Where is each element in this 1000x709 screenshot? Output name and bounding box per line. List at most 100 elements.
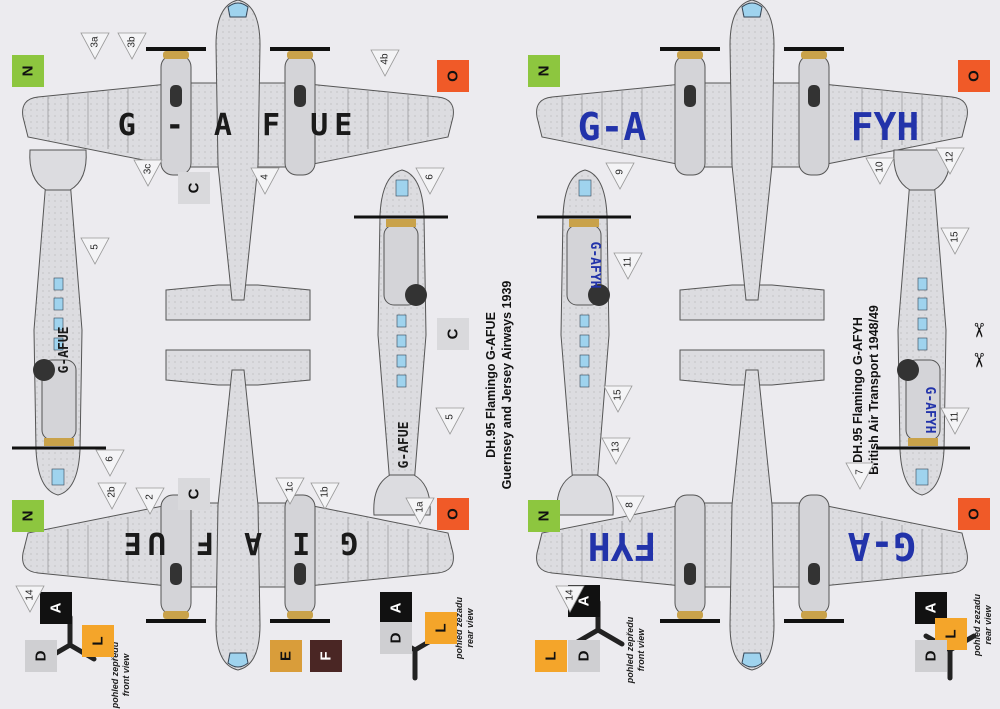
plane-bottom-view-g-afyh: G-A FYH	[534, 348, 970, 672]
propeller-front-view	[43, 599, 977, 681]
callout-15: 15	[603, 385, 633, 413]
rear-view-en: rear view	[465, 607, 475, 647]
svg-text:5: 5	[445, 414, 456, 420]
plane-top-view-g-afyh: G-A FYH	[534, 0, 970, 322]
svg-text:L: L	[543, 651, 560, 660]
callout-1c: 1c	[275, 477, 305, 505]
title: DH.95 Flamingo G-AFYH	[851, 317, 865, 463]
svg-text:11: 11	[623, 256, 634, 267]
svg-text:10: 10	[875, 161, 886, 173]
color-square-C: C	[437, 318, 469, 350]
color-square-D: D	[915, 640, 947, 672]
color-square-N: N	[528, 55, 560, 87]
callout-3b: 3b	[117, 32, 147, 60]
color-square-A: A	[40, 592, 72, 624]
color-square-E: E	[270, 640, 302, 672]
color-square-A: A	[380, 592, 412, 624]
svg-text:L: L	[90, 636, 107, 645]
svg-text:6: 6	[105, 456, 116, 462]
svg-text:F: F	[318, 651, 335, 660]
svg-text:1b: 1b	[320, 486, 331, 498]
svg-text:D: D	[33, 650, 50, 661]
svg-text:15: 15	[613, 389, 624, 401]
callout-2: 2	[135, 487, 165, 515]
callout-4: 4	[250, 167, 280, 195]
side-view-left-g-afyh: G-AFYH	[535, 168, 633, 517]
scheme-title-left: DH.95 Flamingo G-AFUE Guernsey and Jerse…	[484, 281, 514, 490]
color-square-D: D	[25, 640, 57, 672]
svg-text:O: O	[966, 508, 983, 520]
svg-text:A: A	[923, 602, 940, 613]
rear-view-en: rear view	[983, 604, 993, 644]
side-view-right-g-afue: G-AFUE	[352, 168, 450, 517]
color-square-D: D	[380, 622, 412, 654]
color-square-N: N	[528, 500, 560, 532]
svg-text:5: 5	[90, 244, 101, 250]
svg-text:14: 14	[565, 589, 576, 601]
svg-text:C: C	[186, 182, 203, 193]
color-square-C: C	[178, 172, 210, 204]
svg-text:2b: 2b	[107, 486, 118, 498]
color-square-N: N	[12, 500, 44, 532]
svg-text:15: 15	[950, 231, 961, 243]
svg-text:L: L	[433, 623, 450, 632]
registration-bottom-right: FYH	[588, 524, 657, 568]
callout-13: 13	[601, 437, 631, 465]
svg-text:2: 2	[145, 494, 156, 500]
registration-top-right: FYH	[851, 105, 920, 149]
svg-text:C: C	[445, 328, 462, 339]
svg-text:4b: 4b	[380, 53, 391, 65]
color-square-O: O	[958, 498, 990, 530]
color-square-L: L	[535, 640, 567, 672]
front-view-label-right: pohled zepředu front view	[625, 616, 646, 684]
svg-text:11: 11	[950, 411, 961, 422]
svg-text:3c: 3c	[143, 164, 154, 175]
callout-11: 11	[940, 407, 970, 435]
callout-1a: 1a	[405, 497, 435, 525]
rear-view-label-left: pohled zezadu rear view	[454, 597, 475, 661]
callout-5: 5	[435, 407, 465, 435]
svg-text:N: N	[20, 511, 37, 522]
color-square-N: N	[12, 55, 44, 87]
callout-3c: 3c	[133, 159, 163, 187]
registration-top-left: G-A	[578, 105, 647, 149]
title: DH.95 Flamingo G-AFUE	[484, 312, 498, 458]
callout-2b: 2b	[97, 482, 127, 510]
plane-top-view-g-afue: G - A F UE	[20, 0, 456, 322]
registration-side: G-AFUE	[57, 327, 72, 374]
svg-text:A: A	[388, 602, 405, 613]
svg-text:O: O	[966, 70, 983, 82]
side-view-left-g-afue: G-AFUE	[10, 148, 108, 497]
callout-4b: 4b	[370, 49, 400, 77]
registration-side-4: G-AFYH	[922, 387, 937, 434]
callout-1b: 1b	[310, 482, 340, 510]
subtitle: British Air Transport 1948/49	[867, 305, 881, 475]
svg-text:1c: 1c	[285, 482, 296, 493]
svg-text:13: 13	[611, 441, 622, 453]
svg-text:O: O	[445, 508, 462, 520]
rear-view-cs: pohled zezadu	[972, 594, 982, 658]
svg-text:E: E	[278, 651, 295, 661]
svg-text:3a: 3a	[90, 36, 101, 48]
svg-text:6: 6	[425, 174, 436, 180]
color-square-C: C	[178, 478, 210, 510]
callout-7: 7	[845, 462, 875, 490]
svg-text:D: D	[576, 650, 593, 661]
svg-text:7: 7	[855, 469, 866, 475]
registration-bottom-left: G-A	[848, 524, 917, 568]
svg-text:O: O	[445, 70, 462, 82]
svg-text:L: L	[943, 629, 960, 638]
svg-text:N: N	[20, 66, 37, 77]
color-square-D: D	[568, 640, 600, 672]
callout-11: 11	[613, 252, 643, 280]
callout-14: 14	[555, 585, 585, 613]
scheme-title-right: DH.95 Flamingo G-AFYH British Air Transp…	[851, 305, 881, 475]
svg-text:14: 14	[25, 589, 36, 601]
scissors-icon: ✂ ✂	[967, 322, 989, 369]
color-square-F: F	[310, 640, 342, 672]
svg-text:✂: ✂	[967, 322, 989, 339]
svg-text:N: N	[536, 66, 553, 77]
